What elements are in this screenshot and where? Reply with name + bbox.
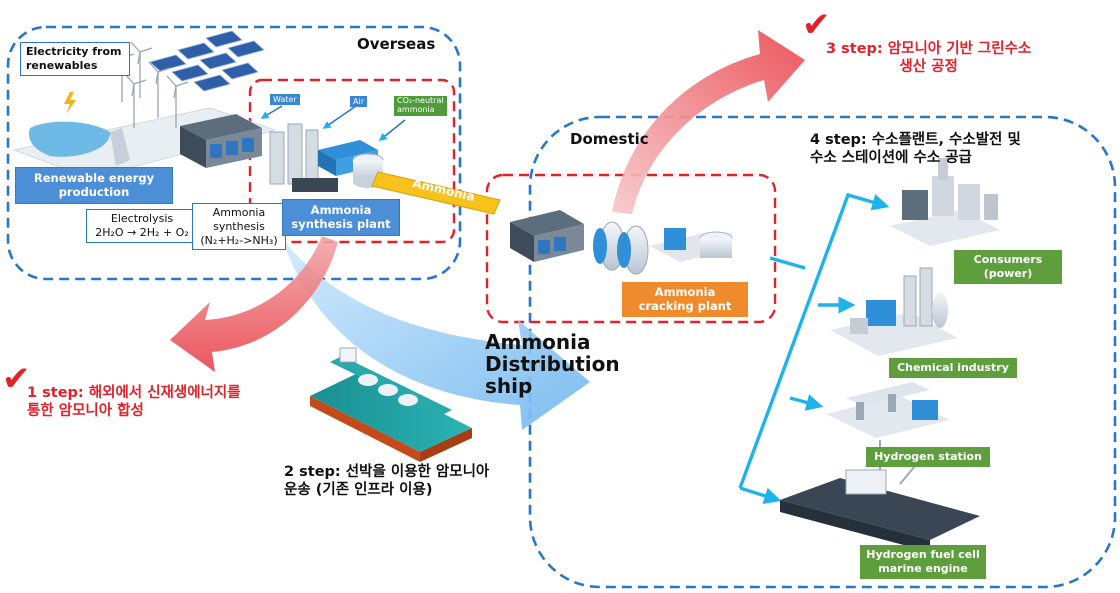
co2-tag-line1: CO₂-neutral [397, 96, 444, 105]
step2-line1: 선박을 이용한 암모니아 [345, 464, 490, 480]
step4-line2: 수소 스테이션에 수소 공급 [810, 150, 972, 167]
step4-prefix: 4 step: [810, 132, 867, 148]
step1-prefix: 1 step: [27, 385, 84, 401]
cracking-plant-label: Ammonia cracking plant [622, 282, 748, 317]
step1-text: 1 step: 해외에서 신재생에너지를 통한 암모니아 합성 [27, 384, 241, 420]
synthesis-formula: (N₂+H₂->NH₃) [200, 233, 278, 247]
synthesis-plant-border [248, 78, 456, 244]
distribution-lines [738, 192, 890, 505]
step3-prefix: 3 step: [826, 41, 883, 57]
chemical-plant-illustration [830, 267, 958, 356]
step3-line1: 암모니아 기반 그린수소 [887, 41, 1032, 57]
co2-tag-line2: ammonia [397, 104, 435, 114]
hydro-lake-illustration [28, 121, 111, 157]
electricity-callout-text: Electricity from renewables [26, 45, 122, 72]
electricity-callout: Electricity from renewables [20, 42, 130, 76]
water-tag: Water [270, 94, 300, 105]
synthesis-title: Ammonia synthesis [212, 206, 266, 233]
electrolysis-title: Electrolysis [110, 212, 174, 225]
step3-red-arrow [612, 30, 805, 214]
step3-line2: 생산 공정 [899, 59, 958, 76]
domestic-title: Domestic [570, 130, 649, 148]
step2-prefix: 2 step: [284, 464, 341, 480]
hydrogen-station-label: Hydrogen station [866, 447, 990, 467]
step3-check-icon: ✔ [802, 5, 831, 45]
hydrogen-station-illustration [826, 382, 950, 438]
electrolysis-formula: 2H₂O → 2H₂ + O₂ [95, 225, 189, 239]
step2-text: 2 step: 선박을 이용한 암모니아 운송 (기존 인프라 이용) [284, 463, 489, 499]
electrolysis-building-illustration [180, 114, 262, 168]
ammonia-pipeline [371, 171, 501, 215]
step1-line1: 해외에서 신재생에너지를 [88, 385, 241, 401]
step2-line2: 운송 (기존 인프라 이용) [284, 482, 433, 499]
power-plant-illustration [890, 158, 1000, 246]
fuel-cell-engine-label: Hydrogen fuel cell marine engine [860, 545, 986, 579]
step4-line1: 수소플랜트, 수소발전 및 [871, 132, 1021, 148]
overseas-title: Overseas [357, 35, 436, 53]
chemical-industry-label: Chemical industry [889, 358, 1017, 378]
lightning-icon [64, 92, 76, 114]
step1-check-icon: ✔ [2, 359, 31, 399]
step3-text: 3 step: 암모니아 기반 그린수소 생산 공정 [826, 40, 1031, 76]
synthesis-plant-label: Ammonia synthesis plant [282, 199, 400, 236]
co2-neutral-tag: CO₂-neutral ammonia [394, 96, 447, 116]
fuel-cell-ship-illustration [780, 440, 980, 552]
synthesis-callout: Ammonia synthesis (N₂+H₂->NH₃) [192, 203, 286, 251]
air-tag: Air [350, 96, 367, 107]
step1-line2: 통한 암모니아 합성 [27, 403, 144, 420]
solar-panels-illustration [149, 30, 265, 92]
ammonia-synthesis-plant-illustration [269, 123, 384, 192]
electrolysis-callout: Electrolysis 2H₂O → 2H₂ + O₂ [86, 209, 198, 243]
renewable-energy-label: Renewable energy production [15, 167, 173, 204]
tanker-ship-illustration [310, 347, 472, 462]
distribution-ship-label: Ammonia Distribution ship [485, 330, 620, 398]
consumer-power-label: Consumers (power) [954, 250, 1062, 284]
cracking-plant-illustration [510, 210, 733, 275]
step4-text: 4 step: 수소플랜트, 수소발전 및 수소 스테이션에 수소 공급 [810, 131, 1021, 167]
step1-red-arrow [170, 236, 338, 372]
shipping-flow-arrow [282, 238, 590, 430]
